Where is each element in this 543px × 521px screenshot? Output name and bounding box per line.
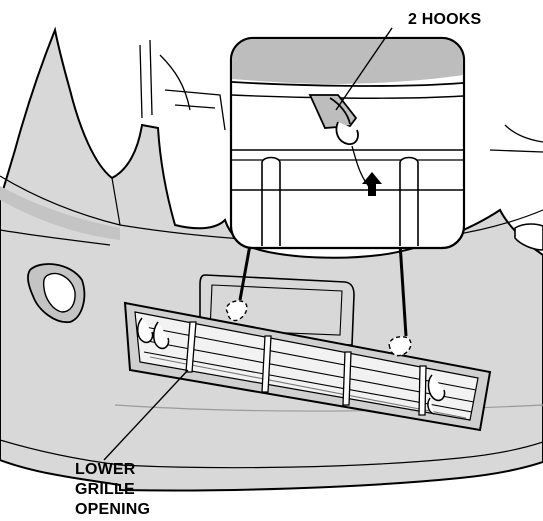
inset-panel-lower-edge bbox=[232, 94, 463, 99]
up-arrow-icon bbox=[362, 172, 382, 196]
left-hook-dashed bbox=[225, 300, 248, 322]
left-fog-light-pocket bbox=[26, 263, 86, 323]
inset-posts bbox=[261, 156, 419, 246]
grille-supports bbox=[185, 321, 427, 416]
opening-label-line3: OPENING bbox=[75, 501, 150, 518]
right-hook-dashed bbox=[388, 336, 412, 357]
inset-hook bbox=[308, 94, 359, 145]
hook-hidden-outlines bbox=[225, 300, 412, 357]
hooks-label: 2 HOOKS bbox=[408, 11, 482, 28]
engine-bay-lines bbox=[139, 39, 543, 153]
hook-detail-inset bbox=[229, 36, 466, 250]
grille-inner bbox=[134, 311, 479, 421]
inset-upper-panel bbox=[232, 39, 463, 84]
left-clips bbox=[137, 317, 170, 350]
bumper-shade bbox=[0, 186, 120, 240]
right-clip bbox=[427, 374, 446, 415]
opening-label-line2: GRILLE bbox=[75, 481, 135, 498]
lower-grille bbox=[123, 301, 492, 432]
opening-label-line1: LOWER bbox=[75, 461, 136, 478]
opening-leader-line bbox=[103, 369, 189, 461]
inset-panel-edge bbox=[232, 81, 463, 87]
license-plate-inner-edge bbox=[209, 284, 343, 336]
hooks-leader-line bbox=[335, 27, 393, 111]
grille-slats bbox=[139, 325, 477, 419]
right-air-intake bbox=[514, 223, 543, 251]
